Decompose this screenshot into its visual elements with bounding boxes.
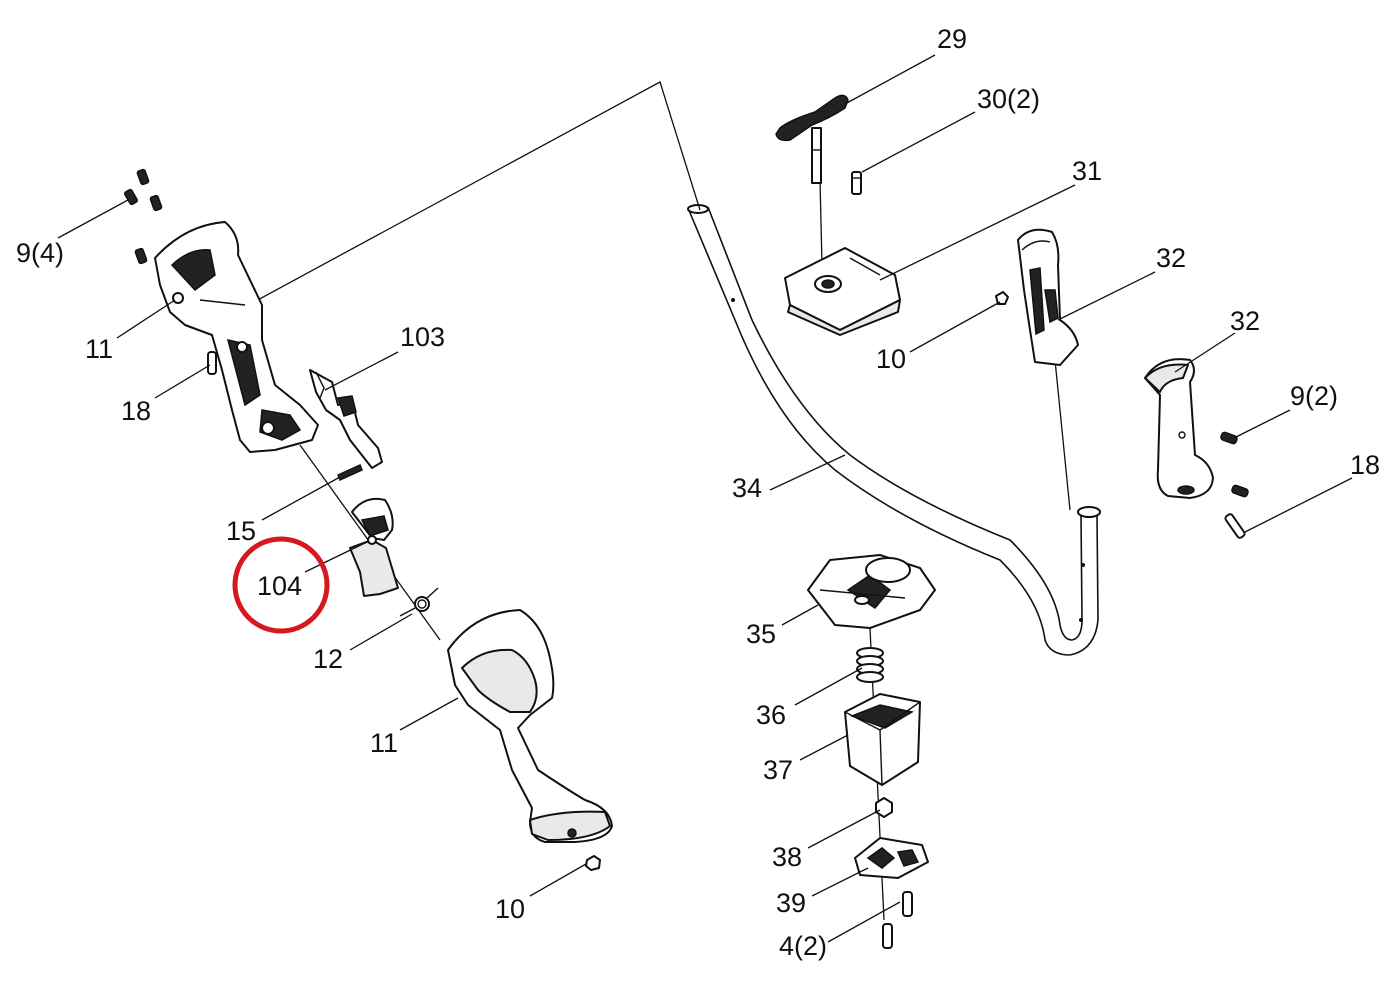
highlight-circle-104 (232, 536, 330, 634)
label-35: 35 (746, 619, 776, 649)
label-36: 36 (756, 700, 786, 730)
nut-38 (875, 797, 893, 818)
assembly-line-clamp (819, 179, 823, 266)
label-32-upper: 32 (1156, 243, 1186, 273)
handle-housing-lower-11 (447, 609, 613, 843)
label-103: 103 (400, 322, 445, 352)
label-4: 4(2) (779, 931, 827, 961)
clamp-base-35 (807, 554, 936, 629)
right-grip-outer-32 (1144, 358, 1214, 499)
label-15: 15 (226, 516, 256, 546)
label-30: 30(2) (977, 84, 1040, 114)
label-32-lower: 32 (1230, 306, 1260, 336)
assembly-line-right-grip (1054, 359, 1071, 511)
label-10-lower: 10 (495, 894, 525, 924)
spring-15 (337, 463, 363, 482)
pin-18-right (1224, 513, 1246, 539)
torsion-spring-12 (399, 587, 439, 617)
trigger-104 (349, 497, 399, 597)
label-39: 39 (776, 888, 806, 918)
label-12: 12 (313, 644, 343, 674)
label-11-upper: 11 (85, 334, 113, 364)
assembly-line-main (229, 81, 701, 316)
spring-36 (856, 647, 884, 683)
label-10-upper: 10 (876, 344, 906, 374)
right-grip-inner-32 (1017, 228, 1079, 366)
pin-18-left (207, 351, 217, 375)
screw-9-right-a (1220, 431, 1238, 445)
clamp-cap-31 (784, 247, 901, 336)
bolts-4 (882, 891, 913, 949)
nut-10-lower (585, 855, 601, 871)
lower-clamp-39 (854, 837, 929, 879)
leader-lines (57, 54, 1353, 943)
nut-10-upper (995, 291, 1009, 305)
label-9-right: 9(2) (1290, 381, 1338, 411)
screws-9-left (124, 168, 163, 265)
handle-housing-upper-11 (154, 221, 319, 453)
label-9-left: 9(4) (16, 238, 64, 268)
label-11-lower: 11 (370, 728, 398, 758)
label-37: 37 (763, 755, 793, 785)
switch-wire-103 (309, 369, 383, 469)
part-labels: 29 30(2) 31 32 32 9(2) 18 10 34 35 36 37… (16, 24, 1380, 961)
label-18-right: 18 (1350, 450, 1380, 480)
label-29: 29 (937, 24, 967, 54)
handlebar-tube-34 (687, 204, 1101, 656)
label-34: 34 (732, 473, 762, 503)
label-38: 38 (772, 842, 802, 872)
screw-9-right-b (1231, 484, 1249, 498)
label-104: 104 (257, 571, 302, 601)
label-31: 31 (1072, 156, 1102, 186)
bolt-30 (851, 171, 862, 195)
t-knob-29 (775, 94, 849, 184)
label-18-left: 18 (121, 396, 151, 426)
square-housing-37 (844, 693, 921, 786)
